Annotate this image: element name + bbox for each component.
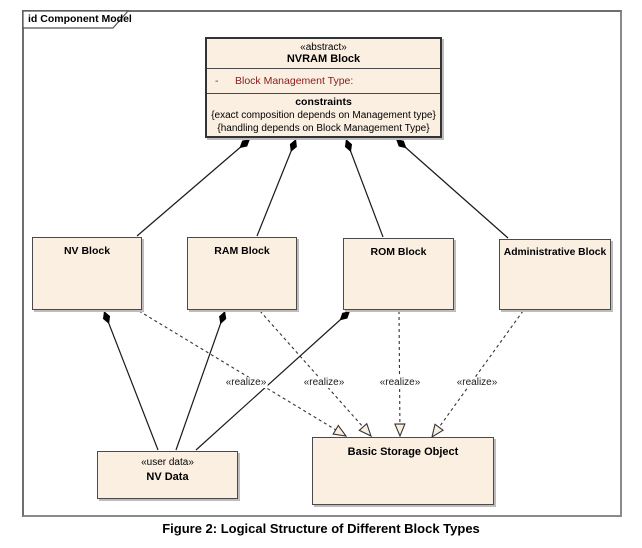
composition-connector-ram-block-to-nv-data	[175, 310, 227, 451]
nvram-constraints-compartment: constraints {exact composition depends o…	[207, 93, 440, 135]
nvram-attribute-compartment: - Block Management Type:	[207, 68, 440, 93]
frame-tab	[22, 10, 130, 29]
attribute-name: Block Management Type:	[235, 75, 354, 87]
realize-connector-administrative-block-to-bso	[431, 310, 524, 439]
node-administrative-block: Administrative Block	[499, 239, 611, 310]
nvram-stereotype: «abstract»	[300, 42, 347, 53]
nvram-name: NVRAM Block	[286, 53, 361, 65]
node-rom-block: ROM Block	[343, 238, 454, 310]
attribute-visibility: -	[215, 75, 219, 87]
node-basic-storage-object: Basic Storage Object	[312, 437, 494, 505]
node-label: Basic Storage Object	[347, 446, 459, 458]
composition-connector-nv-block-to-nv-data	[102, 310, 159, 451]
realize-label: «realize»	[378, 377, 422, 388]
node-label: RAM Block	[214, 245, 270, 257]
realize-label: «realize»	[224, 377, 268, 388]
realize-label: «realize»	[302, 377, 346, 388]
node-nvram-block: «abstract» NVRAM Block - Block Managemen…	[205, 37, 442, 138]
node-label: NV Block	[63, 245, 111, 257]
composition-connector-nvram-to-ram-block	[256, 138, 297, 237]
realize-connector-nv-block-to-bso	[138, 310, 348, 437]
realize-connector-ram-block-to-bso	[259, 310, 372, 438]
constraint-line: {handling depends on Block Management Ty…	[217, 123, 430, 134]
composition-connector-rom-block-to-nv-data	[195, 310, 351, 451]
node-label: ROM Block	[370, 246, 427, 258]
node-label: NV Data	[146, 471, 189, 483]
constraints-title: constraints	[295, 96, 352, 108]
realize-label: «realize»	[455, 377, 499, 388]
composition-connector-nvram-to-administrative-block	[395, 138, 509, 239]
figure-caption: Figure 2: Logical Structure of Different…	[162, 521, 480, 536]
node-ram-block: RAM Block	[187, 237, 297, 310]
node-nv-data: «user data» NV Data	[97, 451, 238, 499]
nvram-title-compartment: «abstract» NVRAM Block	[207, 39, 440, 68]
node-nv-block: NV Block	[32, 237, 142, 310]
composition-connector-nvram-to-rom-block	[344, 138, 384, 238]
constraint-line: {exact composition depends on Management…	[211, 110, 436, 121]
realize-connector-rom-block-to-bso	[394, 310, 406, 438]
frame-label: id Component Model	[28, 13, 132, 25]
composition-connector-nvram-to-nv-block	[136, 138, 251, 237]
nv-data-stereotype: «user data»	[141, 457, 194, 468]
node-label: Administrative Block	[503, 247, 607, 258]
